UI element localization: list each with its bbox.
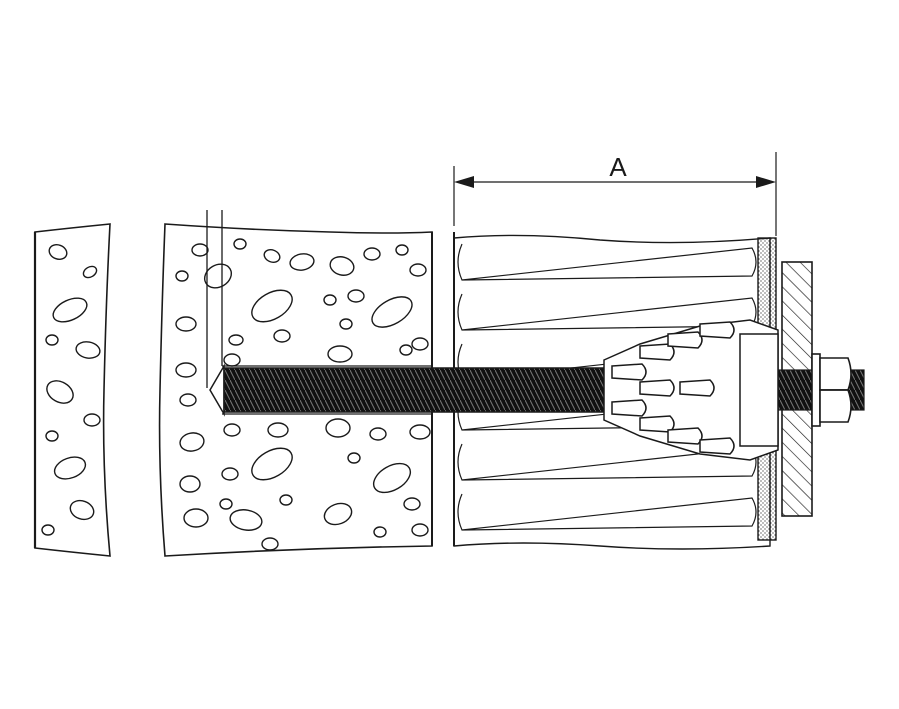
dimension-arrow-right xyxy=(756,176,776,188)
aggregate-stone xyxy=(409,263,427,277)
aggregate-stone xyxy=(369,427,387,441)
aggregate-stone xyxy=(45,334,59,346)
aggregate-stone xyxy=(403,497,421,511)
drill-hole xyxy=(206,210,432,415)
aggregate-stone xyxy=(339,318,353,330)
aggregate-stone xyxy=(395,244,409,256)
aggregate-stone xyxy=(221,467,239,481)
aggregate-stone xyxy=(251,289,293,323)
aggregate-stone xyxy=(183,508,209,528)
aggregate-stone xyxy=(373,526,387,538)
aggregate-stone xyxy=(251,447,293,481)
aggregate-stone xyxy=(175,362,197,378)
aggregate-stone xyxy=(179,432,205,452)
aggregate-stone xyxy=(191,243,209,257)
insulation-fiber xyxy=(457,493,757,531)
anchor-fin xyxy=(679,379,715,397)
aggregate-stone xyxy=(69,499,95,521)
aggregate-stone xyxy=(329,256,355,276)
anchor-fin xyxy=(639,379,675,397)
aggregate-stone xyxy=(399,344,413,356)
aggregate-stone xyxy=(323,294,337,306)
aggregate-stone xyxy=(41,524,55,536)
aggregate-stone xyxy=(228,334,244,346)
dimension-a: A xyxy=(453,152,777,236)
anchor-fin xyxy=(699,437,735,455)
aggregate-stone xyxy=(273,329,291,343)
aggregate-stone xyxy=(175,270,189,282)
aggregate-stone xyxy=(48,244,68,260)
nut-and-washer xyxy=(811,353,852,427)
aggregate-stone xyxy=(219,498,233,510)
aggregate-stone xyxy=(371,296,413,328)
aggregate-stone xyxy=(267,422,289,438)
aggregate-stone xyxy=(263,249,281,263)
aggregate-stone xyxy=(323,502,353,526)
aggregate-stone xyxy=(347,289,365,303)
aggregate-stone xyxy=(82,265,98,279)
aggregate-stone xyxy=(52,297,88,323)
aggregate-stone xyxy=(83,413,101,427)
concrete-wall xyxy=(158,223,433,557)
aggregate-stone xyxy=(223,353,241,367)
aggregate-stone xyxy=(179,475,201,493)
aggregate-stone xyxy=(372,462,412,494)
aggregate-stone xyxy=(233,238,247,250)
aggregate-stone xyxy=(46,380,74,404)
left-masonry-block xyxy=(33,223,111,557)
anchor-fin xyxy=(611,399,647,417)
aggregate-stone xyxy=(409,424,431,440)
insulation-fiber xyxy=(457,243,757,281)
aggregate-stone xyxy=(175,316,197,332)
aggregate-stone xyxy=(179,393,197,407)
dimension-arrow-left xyxy=(454,176,474,188)
aggregate-stone xyxy=(203,263,233,289)
aggregate-stone xyxy=(325,418,351,438)
aggregate-stone xyxy=(289,253,315,271)
aggregate-stone xyxy=(411,337,429,351)
anchor-fin xyxy=(611,363,647,381)
aggregate-stone xyxy=(411,523,429,537)
anchor-fin xyxy=(699,321,735,339)
aggregate-stone xyxy=(363,247,381,261)
aggregate-stone xyxy=(53,456,87,480)
aggregate-stone xyxy=(327,345,353,363)
insulation-fiber xyxy=(457,293,757,331)
aggregate-stone xyxy=(347,452,361,464)
dimension-a-label: A xyxy=(609,152,627,182)
aggregate-stone xyxy=(261,537,279,551)
aggregate-stone xyxy=(45,430,59,442)
aggregate-stone xyxy=(229,509,263,531)
anchor-fin xyxy=(667,331,703,349)
anchor-fin xyxy=(667,427,703,445)
expansion-anchor xyxy=(603,319,779,461)
aggregate-stone xyxy=(223,423,241,437)
aggregate-stone xyxy=(279,494,293,506)
aggregate-stone xyxy=(75,341,101,359)
